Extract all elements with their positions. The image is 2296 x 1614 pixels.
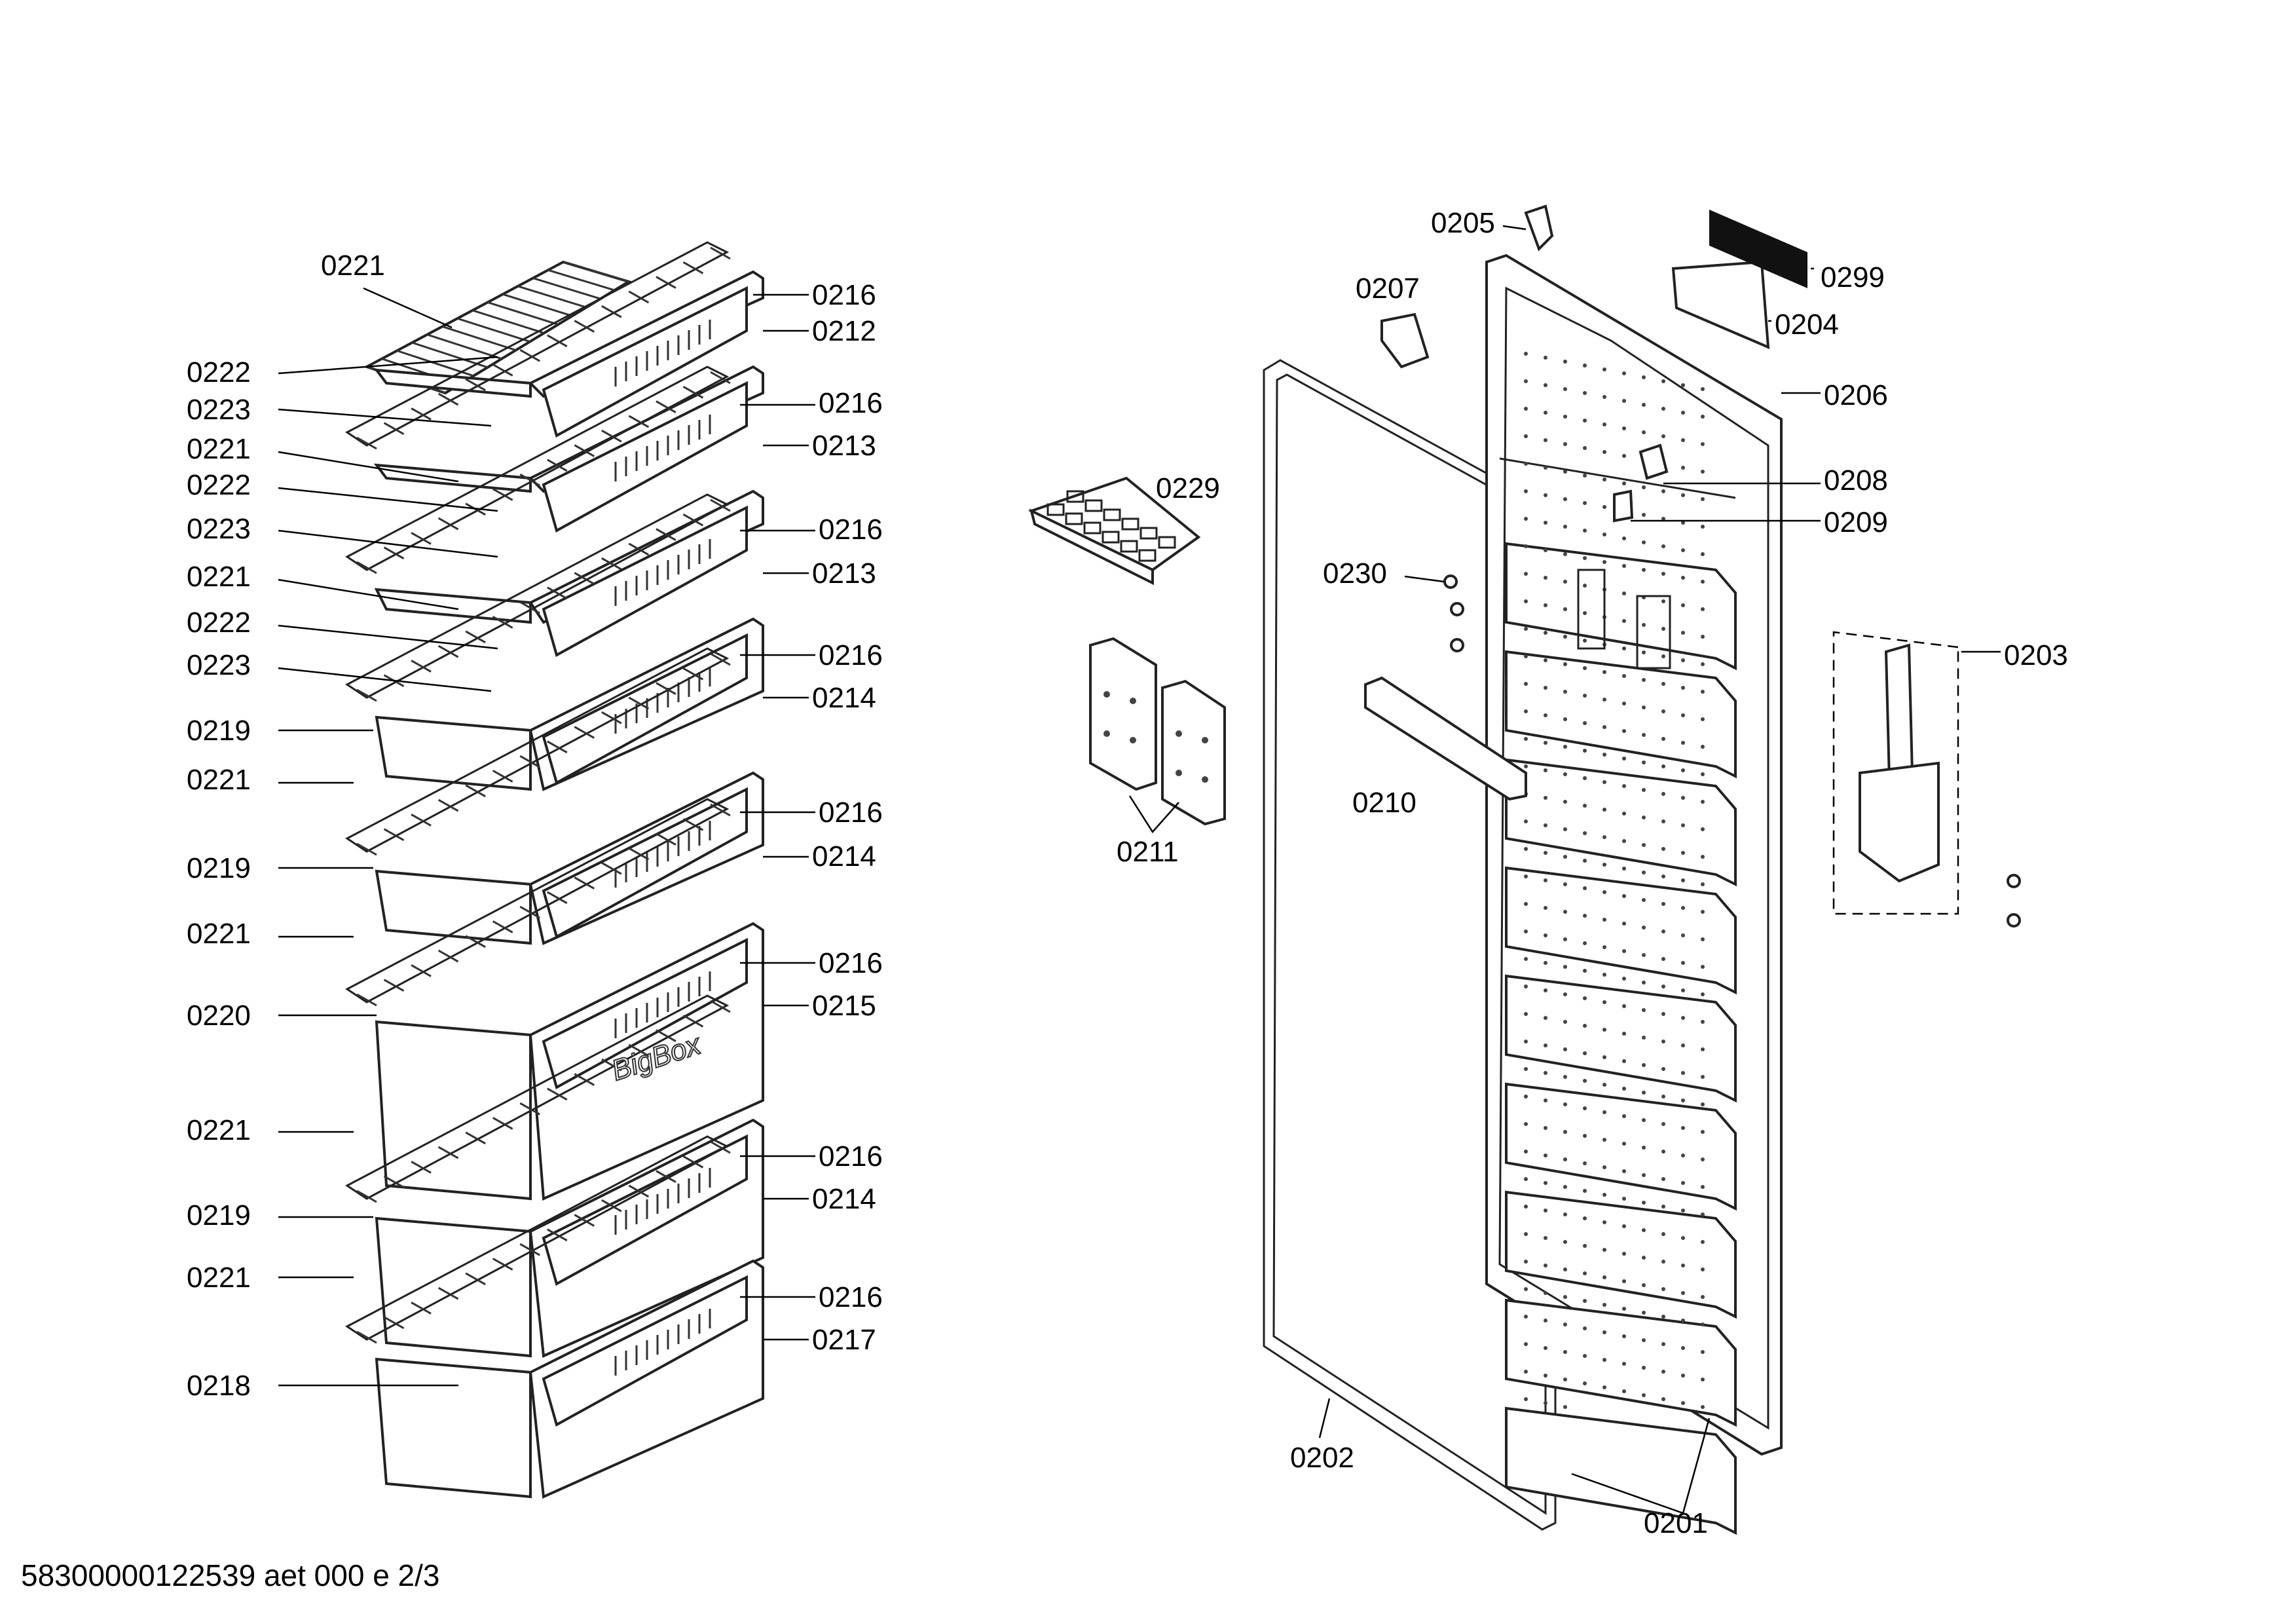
part-label-right: 0214 xyxy=(812,682,876,714)
part-label-right: 0214 xyxy=(812,840,876,873)
part-label-right: 0216 xyxy=(819,514,883,546)
part-label-left: 0220 xyxy=(187,1000,251,1032)
handle-recess xyxy=(1577,569,1606,650)
hinge-assembly xyxy=(1832,631,1959,915)
door-panel xyxy=(1485,253,1783,1535)
part-label-left: 0223 xyxy=(187,394,251,426)
part-label-left: 0221 xyxy=(321,250,385,282)
small-top-parts xyxy=(1380,204,1807,523)
part-label-left: 0222 xyxy=(187,607,251,639)
part-label-door: 0201 xyxy=(1644,1507,1708,1539)
part-label-left: 0221 xyxy=(187,433,251,465)
part-label-door: 0229 xyxy=(1156,472,1220,504)
drawer-tier xyxy=(345,798,764,1201)
part-label-left: 0221 xyxy=(187,764,251,796)
part-label-left: 0221 xyxy=(187,561,251,593)
part-label-door: 0208 xyxy=(1824,464,1888,497)
cold-packs xyxy=(1089,637,1226,826)
part-label-door: 0207 xyxy=(1356,272,1420,305)
part-label-door: 0203 xyxy=(2004,639,2068,671)
handle-recess-2 xyxy=(1636,595,1671,669)
part-label-door: 0210 xyxy=(1352,787,1416,819)
part-label-door: 0204 xyxy=(1775,309,1839,341)
part-label-right: 0215 xyxy=(812,990,876,1022)
part-label-right: 0216 xyxy=(819,1140,883,1173)
part-label-right: 0216 xyxy=(819,797,883,829)
screws xyxy=(1443,574,2021,928)
part-label-right: 0214 xyxy=(812,1183,876,1215)
wire-shelf-top xyxy=(363,260,632,395)
part-label-right: 0213 xyxy=(812,430,876,462)
part-label-left: 0222 xyxy=(187,469,251,501)
black-strip xyxy=(1709,210,1807,288)
part-label-left: 0223 xyxy=(187,513,251,545)
drawer-tier xyxy=(345,994,764,1358)
ice-cube-tray xyxy=(1028,476,1201,586)
part-label-door: 0205 xyxy=(1431,207,1495,239)
part-label-right: 0216 xyxy=(819,639,883,671)
part-label-right: 0216 xyxy=(819,1281,883,1313)
part-label-right: 0217 xyxy=(812,1324,876,1356)
part-label-left: 0219 xyxy=(187,715,251,747)
part-label-right: 0216 xyxy=(819,947,883,979)
part-label-left: 0219 xyxy=(187,1199,251,1231)
part-label-door: 0299 xyxy=(1821,261,1885,293)
drawer-tier xyxy=(373,270,764,438)
handle-bar xyxy=(1364,676,1527,801)
part-label-left: 0221 xyxy=(187,1114,251,1146)
part-label-left: 0222 xyxy=(187,356,251,388)
drawer-tier xyxy=(345,241,764,533)
part-number-labels: 0221 0222 0223 0221 0222 0223 0221 0222 0223 0219… xyxy=(187,207,2068,1539)
part-label-right: 0213 xyxy=(812,557,876,590)
leader-lines xyxy=(278,225,2001,1514)
part-label-right: 0216 xyxy=(812,279,876,311)
part-label-left: 0221 xyxy=(187,1262,251,1294)
part-label-left: 0221 xyxy=(187,918,251,950)
part-label-door: 0202 xyxy=(1290,1442,1354,1474)
drawing-footer-id: 58300000122539 aet 000 e 2/3 xyxy=(21,1558,440,1592)
part-label-right: 0216 xyxy=(819,387,883,419)
drawer-tier xyxy=(345,1135,764,1499)
part-label-door: 0211 xyxy=(1117,836,1179,868)
part-label-right: 0212 xyxy=(812,315,876,347)
part-label-door: 0230 xyxy=(1323,557,1387,590)
part-label-left: 0223 xyxy=(187,649,251,681)
part-label-left: 0218 xyxy=(187,1370,251,1402)
part-label-left: 0219 xyxy=(187,852,251,884)
part-label-door: 0209 xyxy=(1824,506,1888,538)
drawer-tier xyxy=(345,493,764,791)
drawer-tier xyxy=(345,366,764,657)
part-label-door: 0206 xyxy=(1824,379,1888,411)
drawer-stack: BigBox xyxy=(345,241,764,1499)
